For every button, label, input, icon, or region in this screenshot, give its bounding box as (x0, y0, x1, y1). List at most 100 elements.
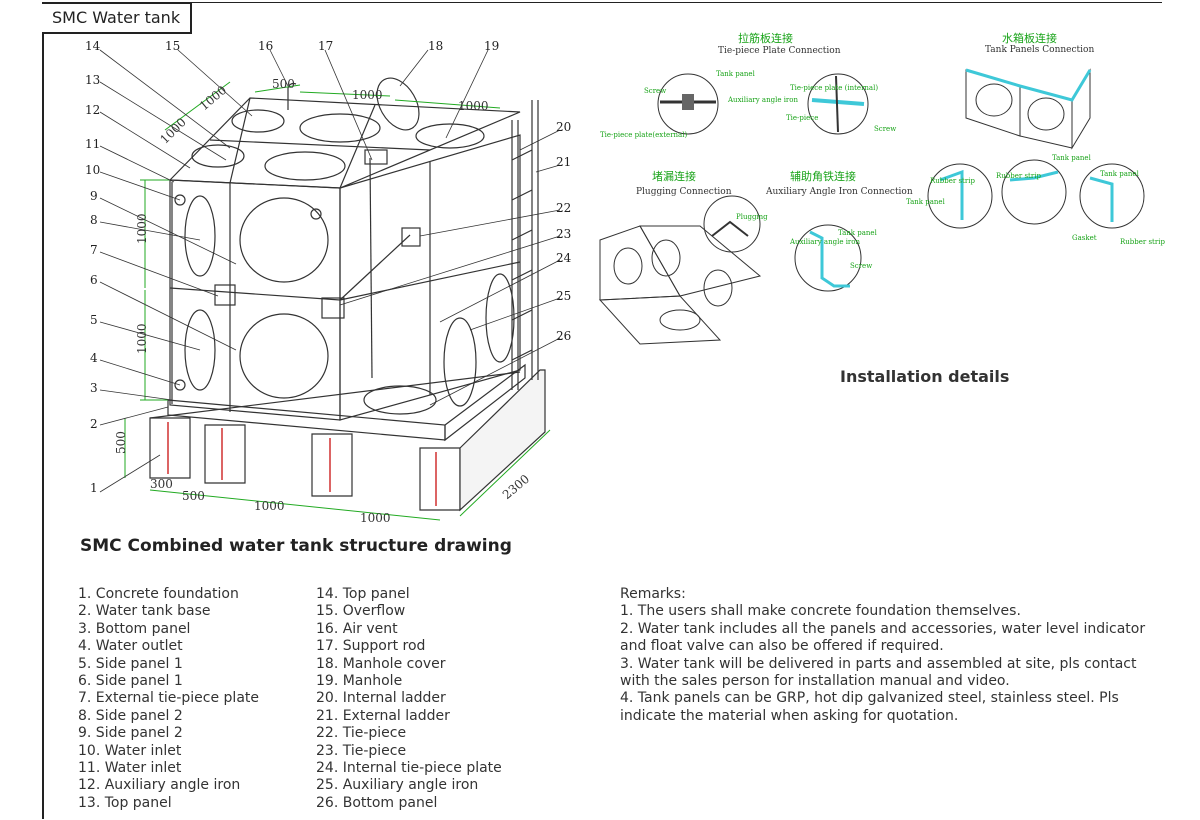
dim-top-mid: 1000 (352, 88, 383, 102)
side-face (339, 134, 521, 421)
svg-text:辅助角铁连接: 辅助角铁连接 (790, 169, 856, 183)
drawing-title: SMC Combined water tank structure drawin… (80, 536, 512, 556)
callout-18: 18 (428, 39, 443, 53)
callout-9: 9 (90, 189, 98, 203)
legend-item: 18. Manhole cover (316, 655, 446, 672)
callout-8: 8 (90, 213, 98, 227)
top-face (168, 77, 521, 189)
concrete-foundation (149, 369, 546, 512)
detail-tie-piece: 拉筋板连接 Tie-piece Plate Connection Tank pa… (600, 31, 896, 139)
callout-7: 7 (90, 243, 98, 257)
callout-2: 2 (90, 417, 98, 431)
detail-auxiliary: 辅助角铁连接 Auxiliary Angle Iron Connection T… (765, 169, 913, 292)
callout-10: 10 (85, 163, 100, 177)
legend-item: 1. Concrete foundation (78, 586, 239, 602)
svg-text:Tank panel: Tank panel (906, 198, 946, 206)
dim-depth: 2300 (500, 472, 532, 502)
detail-plugging: 堵漏连接 Plugging Connection Plugging (598, 169, 768, 345)
legend-item: 12. Auxiliary angle iron (78, 777, 241, 794)
svg-text:Tank Panels Connection: Tank Panels Connection (985, 45, 1094, 55)
svg-text:Tie-piece: Tie-piece (786, 114, 818, 122)
legend-item: 26. Bottom panel (316, 794, 438, 811)
dim-bottom-500: 500 (182, 489, 205, 503)
svg-text:拉筋板连接: 拉筋板连接 (738, 31, 793, 45)
callout-24: 24 (556, 251, 572, 265)
svg-text:Screw: Screw (850, 262, 872, 270)
callout-17: 17 (318, 39, 333, 53)
callout-23: 23 (556, 227, 571, 241)
dim-bottom-1000a: 1000 (254, 499, 285, 513)
legend-item: 4. Water outlet (78, 638, 183, 655)
svg-text:Tank panel: Tank panel (716, 70, 756, 78)
svg-text:Gasket: Gasket (1072, 234, 1097, 242)
drawing-frame (42, 2, 1162, 819)
remarks-block: Remarks: 1. The users shall make concret… (620, 586, 1165, 725)
callout-22: 22 (556, 201, 571, 215)
svg-text:Auxiliary Angle Iron Connectio: Auxiliary Angle Iron Connection (765, 187, 913, 197)
legend-item: 25. Auxiliary angle iron (316, 777, 479, 794)
legend-column-2: 14. Top panel 15. Overflow 16. Air vent … (316, 586, 502, 812)
installation-title: Installation details (840, 367, 1010, 386)
callout-19: 19 (484, 39, 499, 53)
remarks-heading: Remarks: (620, 586, 686, 602)
dim-top-right: 1000 (458, 99, 489, 113)
dim-side-upper: 1000 (135, 213, 149, 244)
dim-top-500: 500 (272, 77, 295, 91)
callout-20: 20 (556, 120, 571, 134)
svg-text:Screw: Screw (644, 87, 666, 95)
remark-item: 1. The users shall make concrete foundat… (620, 603, 1021, 620)
page-title: SMC Water tank (42, 2, 193, 34)
svg-text:堵漏连接: 堵漏连接 (652, 169, 696, 183)
detail-tank-panels: 水箱板连接 Tank Panels Connection Tank panel … (906, 31, 1165, 246)
svg-text:Auxiliary angle iron: Auxiliary angle iron (727, 96, 798, 104)
svg-text:Tank panel: Tank panel (838, 229, 878, 237)
svg-text:Screw: Screw (874, 125, 896, 133)
legend-column-1: 1. Concrete foundation 2. Water tank bas… (78, 586, 259, 812)
svg-text:Tank panel: Tank panel (1100, 170, 1140, 178)
remark-item: 3. Water tank will be delivered in parts… (620, 655, 1137, 690)
svg-text:Rubber strip: Rubber strip (1120, 238, 1165, 246)
svg-text:Tie-piece Plate Connection: Tie-piece Plate Connection (718, 46, 841, 56)
legend-item: 24. Internal tie-piece plate (316, 760, 502, 777)
dim-bottom-300: 300 (150, 477, 173, 491)
legend-item: 6. Side panel 1 (78, 673, 183, 690)
callout-1: 1 (90, 481, 98, 495)
callout-11: 11 (85, 137, 100, 151)
ladders (511, 100, 539, 390)
legend-item: 9. Side panel 2 (78, 725, 183, 742)
callout-13: 13 (85, 73, 100, 87)
legend-item: 14. Top panel (316, 586, 410, 602)
front-face (169, 179, 341, 421)
remark-item: 4. Tank panels can be GRP, hot dip galva… (620, 690, 1119, 724)
svg-text:Tank panel: Tank panel (1052, 154, 1092, 162)
dim-side-lower: 1000 (135, 323, 149, 354)
dim-base-height: 500 (114, 431, 128, 454)
legend-item: 19. Manhole (316, 673, 403, 690)
callout-leaders (99, 49, 561, 493)
foundation-marks (167, 422, 437, 506)
svg-text:Plugging: Plugging (736, 213, 768, 221)
svg-text:Plugging Connection: Plugging Connection (636, 187, 732, 197)
legend-item: 8. Side panel 2 (78, 707, 183, 724)
legend-item: 15. Overflow (316, 603, 406, 620)
callout-3: 3 (90, 381, 98, 395)
callout-21: 21 (556, 155, 571, 169)
legend-item: 21. External ladder (316, 707, 450, 724)
dim-top-left2: 1000 (197, 83, 229, 113)
legend-item: 7. External tie-piece plate (78, 690, 259, 707)
legend-item: 22. Tie-piece (316, 725, 407, 742)
svg-text:水箱板连接: 水箱板连接 (1002, 31, 1057, 45)
legend-item: 2. Water tank base (78, 603, 211, 620)
callout-4: 4 (90, 351, 98, 365)
legend-item: 20. Internal ladder (316, 690, 446, 707)
legend-item: 11. Water inlet (78, 760, 182, 777)
legend-item: 17. Support rod (316, 638, 426, 655)
callout-6: 6 (90, 273, 98, 287)
svg-text:Tie-piece plate(external): Tie-piece plate(external) (600, 131, 687, 139)
callout-12: 12 (85, 103, 100, 117)
dimension-lines (124, 81, 551, 521)
svg-text:Rubber strip: Rubber strip (996, 172, 1041, 180)
legend-item: 23. Tie-piece (316, 742, 407, 759)
callout-26: 26 (556, 329, 571, 343)
